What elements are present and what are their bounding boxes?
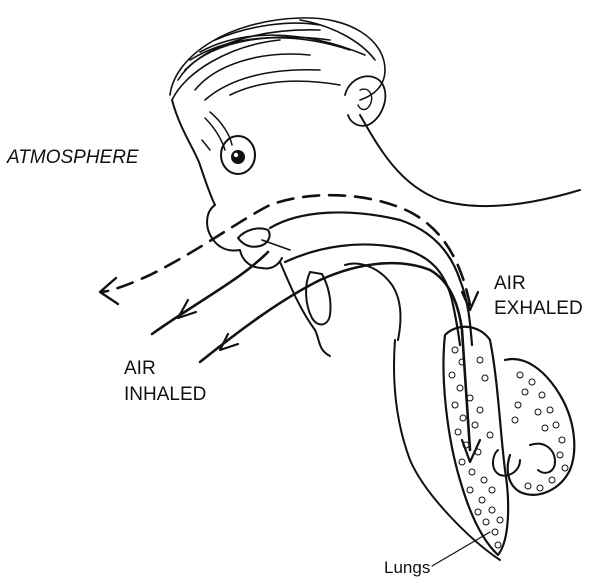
air-inhaled-label-line2: INHALED <box>124 383 206 407</box>
air-exhaled-label-line2: EXHALED <box>494 297 583 321</box>
air-exhaled-label-line1: AIR <box>494 272 526 296</box>
eye <box>221 136 255 174</box>
exhaled-air-arrow <box>102 195 470 305</box>
lungs-label: Lungs <box>384 556 430 580</box>
inhaled-air-arrows <box>152 252 480 462</box>
neck-back <box>360 115 580 206</box>
atmosphere-label: ATMOSPHERE <box>7 146 139 170</box>
hair <box>170 18 385 100</box>
lungs-leader-line <box>432 532 490 566</box>
airway-lower <box>285 244 460 345</box>
ear <box>345 76 385 126</box>
air-inhaled-label-line1: AIR <box>124 357 156 381</box>
